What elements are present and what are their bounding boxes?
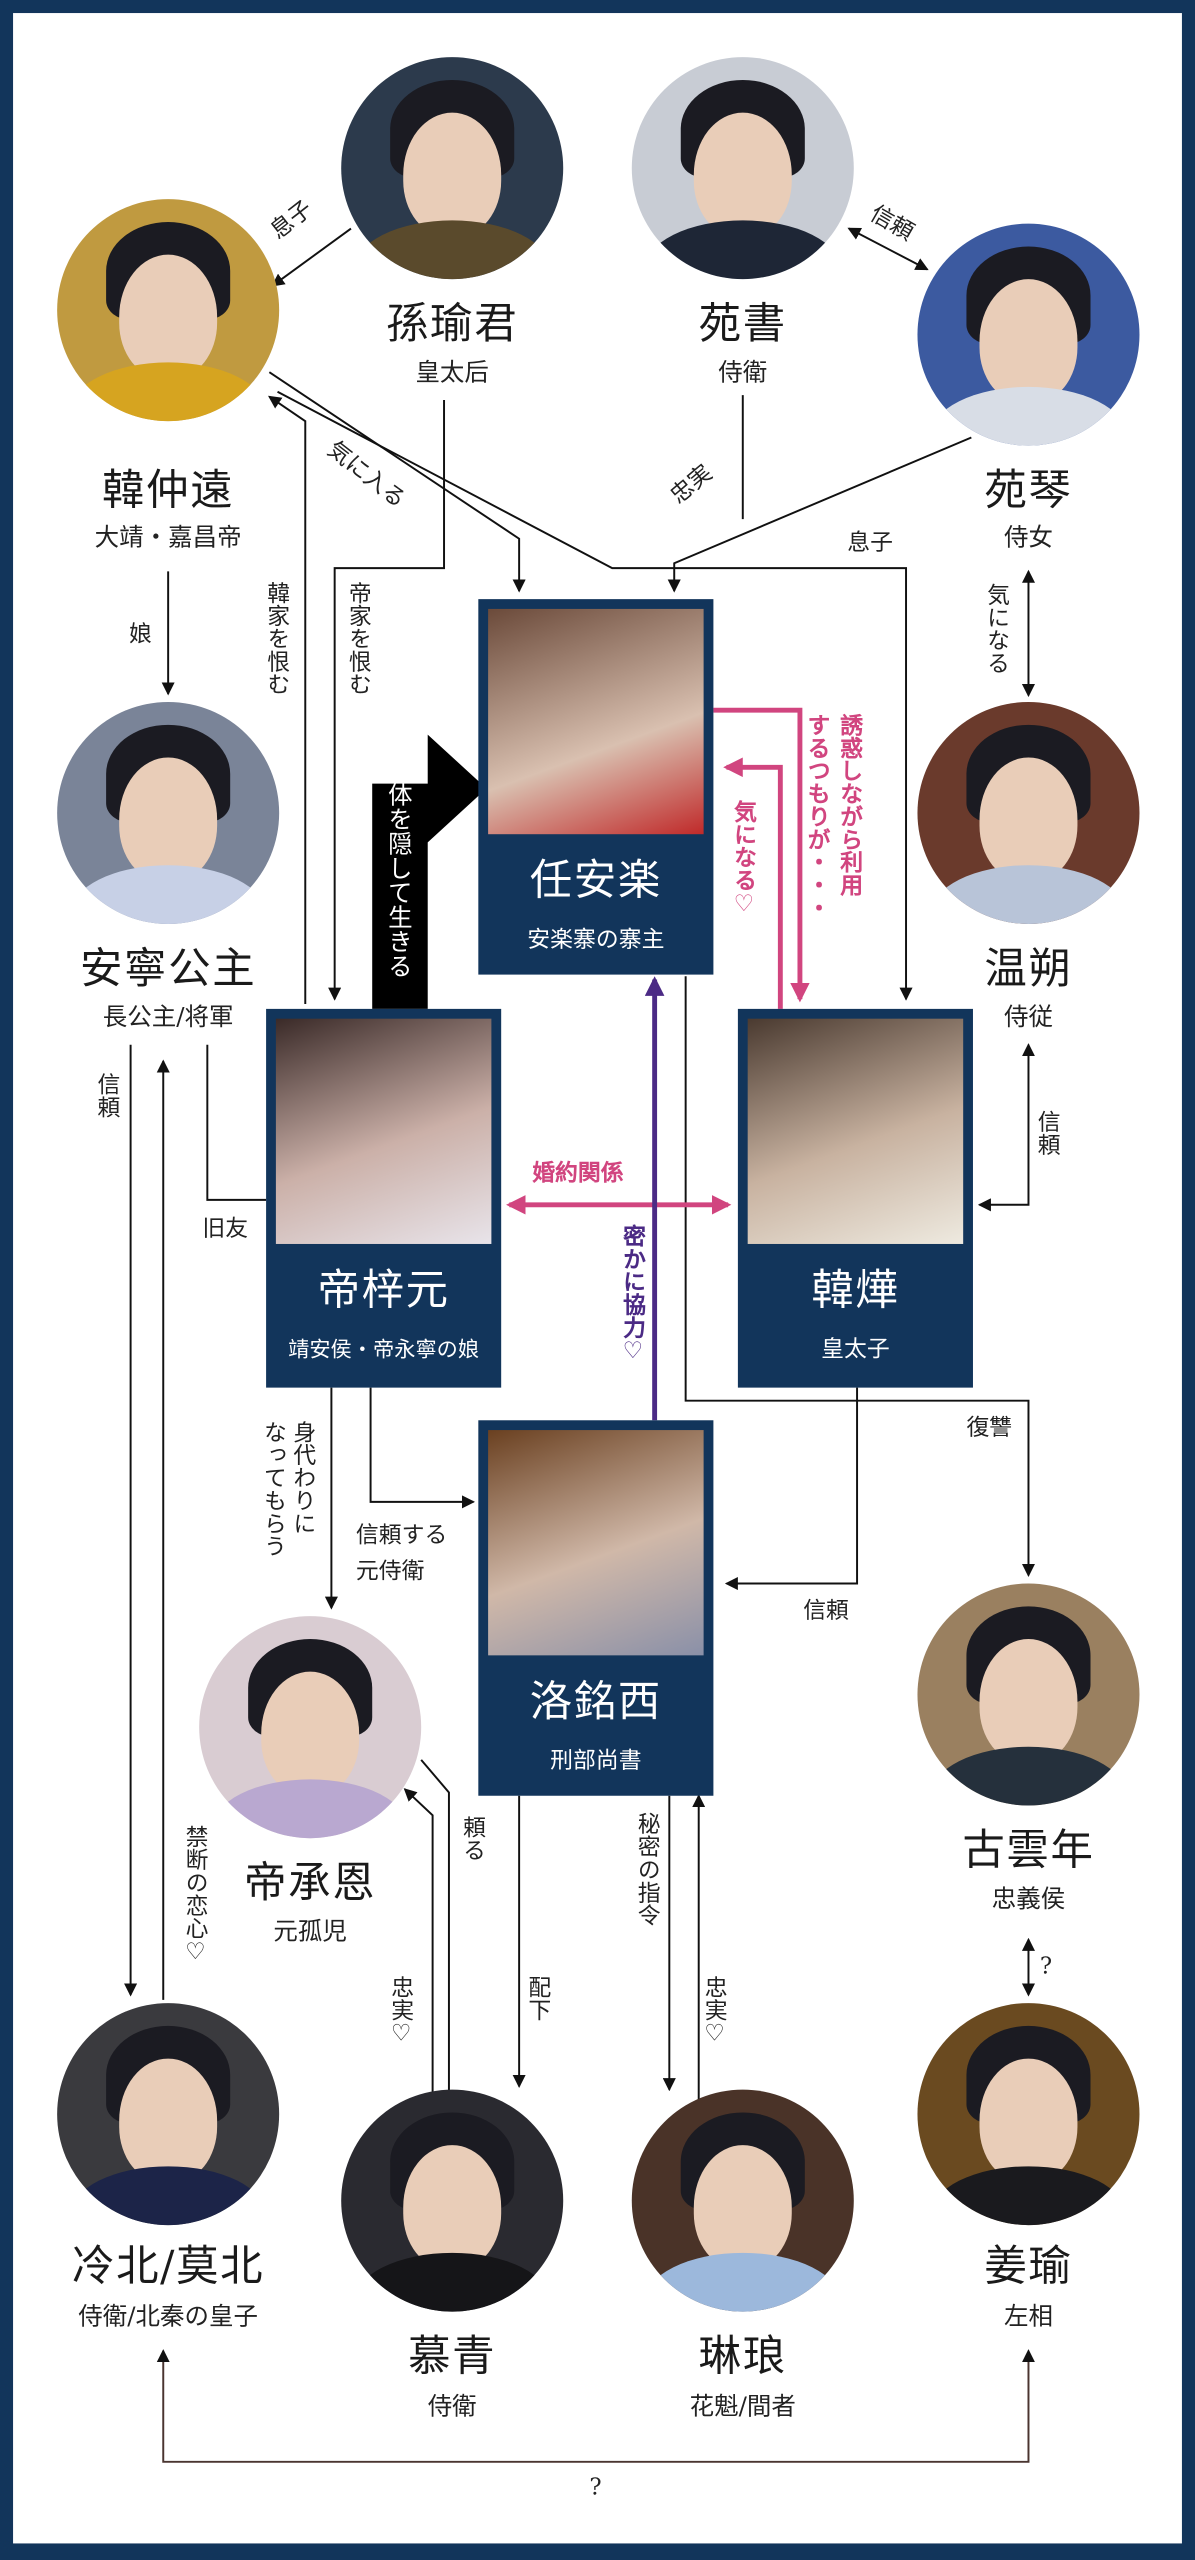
line-son1 bbox=[271, 227, 352, 287]
label-secret-orders: 秘密の指令 bbox=[634, 1812, 661, 1927]
label-rely: 頼る bbox=[459, 1815, 486, 1862]
label-loyal-muqing: 忠実♡ bbox=[388, 1975, 415, 2048]
line-curious-hanye bbox=[723, 757, 783, 1009]
portrait-han-ye bbox=[747, 1018, 964, 1244]
card-luo-mingxi: 洛銘西 刑部尚書 bbox=[478, 1420, 714, 1796]
line-trust-yuan bbox=[847, 227, 929, 271]
label-loyal-linlang: 忠実♡ bbox=[701, 1975, 728, 2048]
label-question-gu: ? bbox=[1039, 1954, 1053, 1981]
role-wen-shuo: 侍従 bbox=[1003, 1002, 1053, 1032]
label-trust-hanye: 信頼 bbox=[803, 1598, 849, 1625]
label-former-guard-2: 元侍衛 bbox=[355, 1559, 425, 1586]
card-ren-anle: 任安楽 安楽寨の寨主 bbox=[478, 599, 714, 975]
role-han-zhongyuan: 大靖・嘉昌帝 bbox=[94, 522, 242, 552]
name-leng-bei: 冷北/莫北 bbox=[72, 2243, 265, 2293]
label-curious-wen: 気になる bbox=[983, 582, 1011, 675]
portrait-jiang-yu bbox=[917, 2003, 1140, 2226]
label-question-bottom: ? bbox=[589, 2474, 602, 2501]
portrait-yuan-shu bbox=[631, 57, 854, 280]
label-hate-han: 韓家を恨む bbox=[263, 581, 291, 696]
portrait-anning bbox=[57, 701, 280, 924]
line-old-friend bbox=[206, 1044, 267, 1201]
label-son2: 息子 bbox=[847, 530, 893, 557]
role-di-chengen: 元孤児 bbox=[273, 1916, 347, 1946]
role-ren-anle: 安楽寨の寨主 bbox=[527, 927, 665, 954]
line-seduce bbox=[713, 707, 810, 1003]
line-loyal-muqing bbox=[403, 1788, 434, 2097]
label-revenge: 復讐 bbox=[966, 1415, 1013, 1442]
portrait-di-chengen bbox=[199, 1616, 422, 1839]
name-yuan-qin: 苑琴 bbox=[984, 466, 1073, 516]
name-han-ye: 韓燁 bbox=[811, 1266, 900, 1316]
name-di-ziyuan: 帝梓元 bbox=[317, 1266, 450, 1316]
portrait-ren-anle bbox=[488, 608, 704, 835]
line-hate-di bbox=[328, 399, 446, 1001]
label-daughter: 娘 bbox=[128, 621, 152, 649]
role-han-ye: 皇太子 bbox=[821, 1337, 890, 1364]
name-sun-yujun: 孫瑜君 bbox=[386, 300, 519, 350]
label-engaged: 婚約関係 bbox=[532, 1160, 624, 1187]
line-trust-wen bbox=[977, 1043, 1036, 1212]
label-old-friend: 旧友 bbox=[202, 1216, 249, 1243]
label-curious-hanye: 気になる♡ bbox=[730, 799, 757, 918]
label-trust-wen: 信頼 bbox=[1034, 1110, 1061, 1156]
role-di-ziyuan: 靖安侯・帝永寧の娘 bbox=[288, 1338, 480, 1364]
label-secret-coop: 密かに協力♡ bbox=[619, 1224, 646, 1365]
portrait-lin-lang bbox=[631, 2089, 854, 2312]
role-yuan-shu: 侍衛 bbox=[718, 357, 768, 387]
role-mu-qing: 侍衛 bbox=[427, 2391, 477, 2421]
name-anning: 安寧公主 bbox=[79, 945, 257, 995]
name-gu-yunnian: 古雲年 bbox=[962, 1826, 1095, 1876]
name-di-chengen: 帝承恩 bbox=[244, 1859, 377, 1909]
label-substitute-2: なってもらう bbox=[260, 1420, 287, 1558]
card-han-ye: 韓燁 皇太子 bbox=[737, 1008, 973, 1388]
portrait-leng-bei bbox=[57, 2003, 280, 2226]
hidden-identity-arrow bbox=[372, 734, 487, 1009]
name-wen-shuo: 温朔 bbox=[984, 945, 1073, 995]
role-lin-lang: 花魁/間者 bbox=[689, 2391, 796, 2421]
name-mu-qing: 慕青 bbox=[408, 2332, 497, 2382]
label-subordinate: 配下 bbox=[525, 1975, 552, 2022]
card-di-ziyuan: 帝梓元 靖安侯・帝永寧の娘 bbox=[266, 1008, 502, 1388]
role-anning: 長公主/将軍 bbox=[102, 1002, 234, 1032]
portrait-mu-qing bbox=[341, 2089, 564, 2312]
name-ren-anle: 任安楽 bbox=[529, 857, 662, 907]
name-yuan-shu: 苑書 bbox=[698, 300, 787, 350]
name-lin-lang: 琳琅 bbox=[698, 2332, 787, 2382]
line-hate-han bbox=[268, 395, 307, 1004]
role-sun-yujun: 皇太后 bbox=[415, 357, 489, 387]
portrait-gu-yunnian bbox=[917, 1583, 1140, 1806]
label-hidden-identity: 正体を隠して生きる bbox=[384, 757, 415, 978]
line-trust-hanye bbox=[724, 1387, 859, 1591]
role-luo-mingxi: 刑部尚書 bbox=[550, 1748, 642, 1775]
line-yuanqin bbox=[667, 436, 972, 593]
name-jiang-yu: 姜瑜 bbox=[984, 2243, 1073, 2293]
label-hate-di: 帝家を恨む bbox=[345, 581, 372, 696]
role-yuan-qin: 侍女 bbox=[1003, 522, 1053, 552]
name-luo-mingxi: 洛銘西 bbox=[529, 1678, 662, 1728]
role-leng-bei: 侍衛/北秦の皇子 bbox=[78, 2301, 258, 2332]
portrait-sun-yujun bbox=[341, 57, 564, 280]
line-rely bbox=[420, 1759, 456, 2108]
line-question-bottom bbox=[156, 2349, 1036, 2463]
label-seduce-1: 誘惑しながら利用 bbox=[836, 713, 864, 897]
portrait-han-zhongyuan bbox=[57, 199, 280, 422]
role-gu-yunnian: 忠義侯 bbox=[991, 1883, 1066, 1914]
label-former-guard-1: 信頼する bbox=[355, 1523, 448, 1550]
portrait-wen-shuo bbox=[917, 701, 1140, 924]
portrait-luo-mingxi bbox=[488, 1430, 704, 1656]
portrait-yuan-qin bbox=[917, 223, 1140, 446]
portrait-di-ziyuan bbox=[275, 1018, 492, 1244]
line-former-guard bbox=[369, 1387, 476, 1509]
label-substitute-1: 身代わりに bbox=[290, 1420, 317, 1535]
line-favor bbox=[268, 371, 526, 593]
name-han-zhongyuan: 韓仲遠 bbox=[102, 466, 235, 516]
label-forbidden-love: 禁断の恋心♡ bbox=[182, 1825, 209, 1966]
label-trust-anning: 信頼 bbox=[94, 1072, 121, 1119]
label-seduce-2: するつもりが・・・ bbox=[804, 713, 831, 920]
role-jiang-yu: 左相 bbox=[1003, 2301, 1053, 2332]
